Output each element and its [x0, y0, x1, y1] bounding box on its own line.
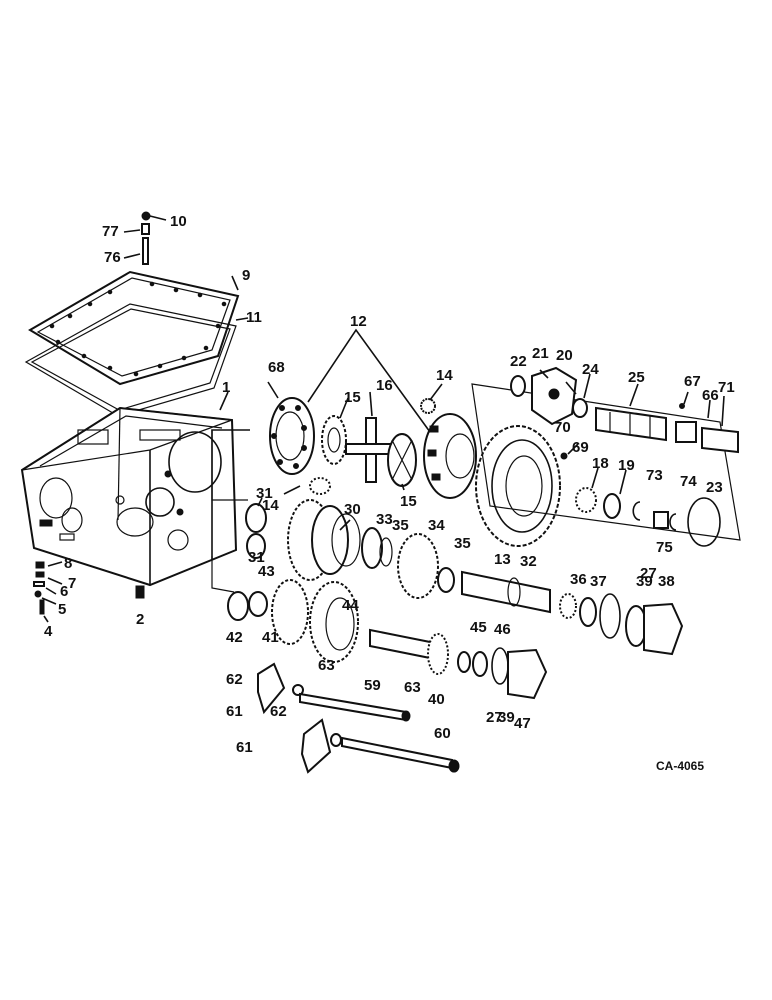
part-label: 46	[494, 621, 511, 638]
shift-forks-61-62	[257, 662, 332, 774]
housing-38	[625, 602, 684, 656]
part-label: 60	[434, 725, 451, 742]
part-label: 61	[236, 739, 253, 756]
part-label: 14	[436, 367, 453, 384]
part-label: 44	[342, 597, 359, 614]
part-label: 63	[404, 679, 421, 696]
side-gear-15-left	[321, 415, 347, 465]
part-label: 47	[514, 715, 531, 732]
part-label: 33	[376, 511, 393, 528]
gears-41-44	[227, 579, 359, 663]
part-label: 70	[554, 419, 571, 436]
part-label: 34	[428, 517, 445, 534]
part-label: 66	[702, 387, 719, 404]
part-label: 71	[718, 379, 735, 396]
part-label: 42	[226, 629, 243, 646]
breather-assembly	[123, 211, 167, 265]
part-label: 35	[454, 535, 471, 552]
side-gear-15-right	[387, 433, 417, 487]
part-label: 22	[510, 353, 527, 370]
pinion-14-top	[420, 398, 436, 414]
part-label: 62	[270, 703, 287, 720]
part-label: 21	[532, 345, 549, 362]
ring-gear-13	[475, 425, 561, 547]
differential-case-left	[269, 397, 315, 475]
part-label: 30	[344, 501, 361, 518]
part-label: 15	[400, 493, 417, 510]
shaft-32	[461, 570, 621, 639]
part-label: 6	[60, 583, 68, 600]
part-label: 27	[486, 709, 503, 726]
part-label: 75	[656, 539, 673, 556]
part-label: 5	[58, 601, 66, 618]
part-label: 16	[376, 377, 393, 394]
part-label: 31	[256, 485, 273, 502]
part-label: 38	[658, 573, 675, 590]
part-label: 61	[226, 703, 243, 720]
part-label: 19	[618, 457, 635, 474]
part-label: 23	[706, 479, 723, 496]
part-label: 12	[350, 313, 367, 330]
part-label: 7	[68, 575, 76, 592]
part-label: 74	[680, 473, 697, 490]
part-label: 20	[556, 347, 573, 364]
part-label: 35	[392, 517, 409, 534]
differential-case-right	[423, 413, 477, 499]
part-label: 18	[592, 455, 609, 472]
gear-30-31	[245, 499, 361, 581]
part-label: 9	[242, 267, 250, 284]
cover-gasket	[24, 303, 237, 417]
shaft-40	[369, 628, 548, 700]
part-label: 62	[226, 671, 243, 688]
part-label: 68	[268, 359, 285, 376]
part-label: 2	[136, 611, 144, 628]
part-label: 32	[520, 553, 537, 570]
part-label: 24	[582, 361, 599, 378]
part-label: 69	[572, 439, 589, 456]
part-label: 39	[498, 709, 515, 726]
rings-33-35	[361, 527, 455, 599]
part-label: 67	[684, 373, 701, 390]
part-label: 63	[318, 657, 335, 674]
part-label: 8	[64, 555, 72, 572]
top-cover-plate	[28, 270, 240, 386]
part-label: 11	[246, 309, 262, 326]
part-label: 45	[470, 619, 487, 636]
part-label: 41	[262, 629, 279, 646]
part-label: 25	[628, 369, 645, 386]
part-label: 59	[364, 677, 381, 694]
part-label: 36	[570, 571, 587, 588]
bearing-18-19	[560, 452, 721, 547]
part-label: 14	[262, 497, 279, 514]
part-label: 40	[428, 691, 445, 708]
part-label: 10	[170, 213, 187, 230]
part-label: 39	[636, 573, 653, 590]
pinion-14-left	[309, 477, 331, 495]
part-label: 73	[646, 467, 663, 484]
axle-housing-20-21	[510, 366, 588, 426]
part-label: 43	[258, 563, 275, 580]
axle-shaft-25	[595, 403, 739, 454]
figure-code: CA-4065	[656, 759, 704, 773]
part-label: 37	[590, 573, 607, 590]
part-label: 13	[494, 551, 511, 568]
part-label: 77	[102, 223, 119, 240]
part-label: 4	[44, 623, 53, 640]
part-label: 27	[640, 565, 657, 582]
part-label: 15	[344, 389, 361, 406]
part-label: 76	[104, 249, 121, 266]
drain-plug-parts	[33, 561, 145, 615]
part-label: 1	[222, 379, 230, 396]
transmission-housing	[20, 406, 238, 587]
part-label: 31	[248, 549, 265, 566]
shift-rods-59-60	[299, 692, 460, 773]
